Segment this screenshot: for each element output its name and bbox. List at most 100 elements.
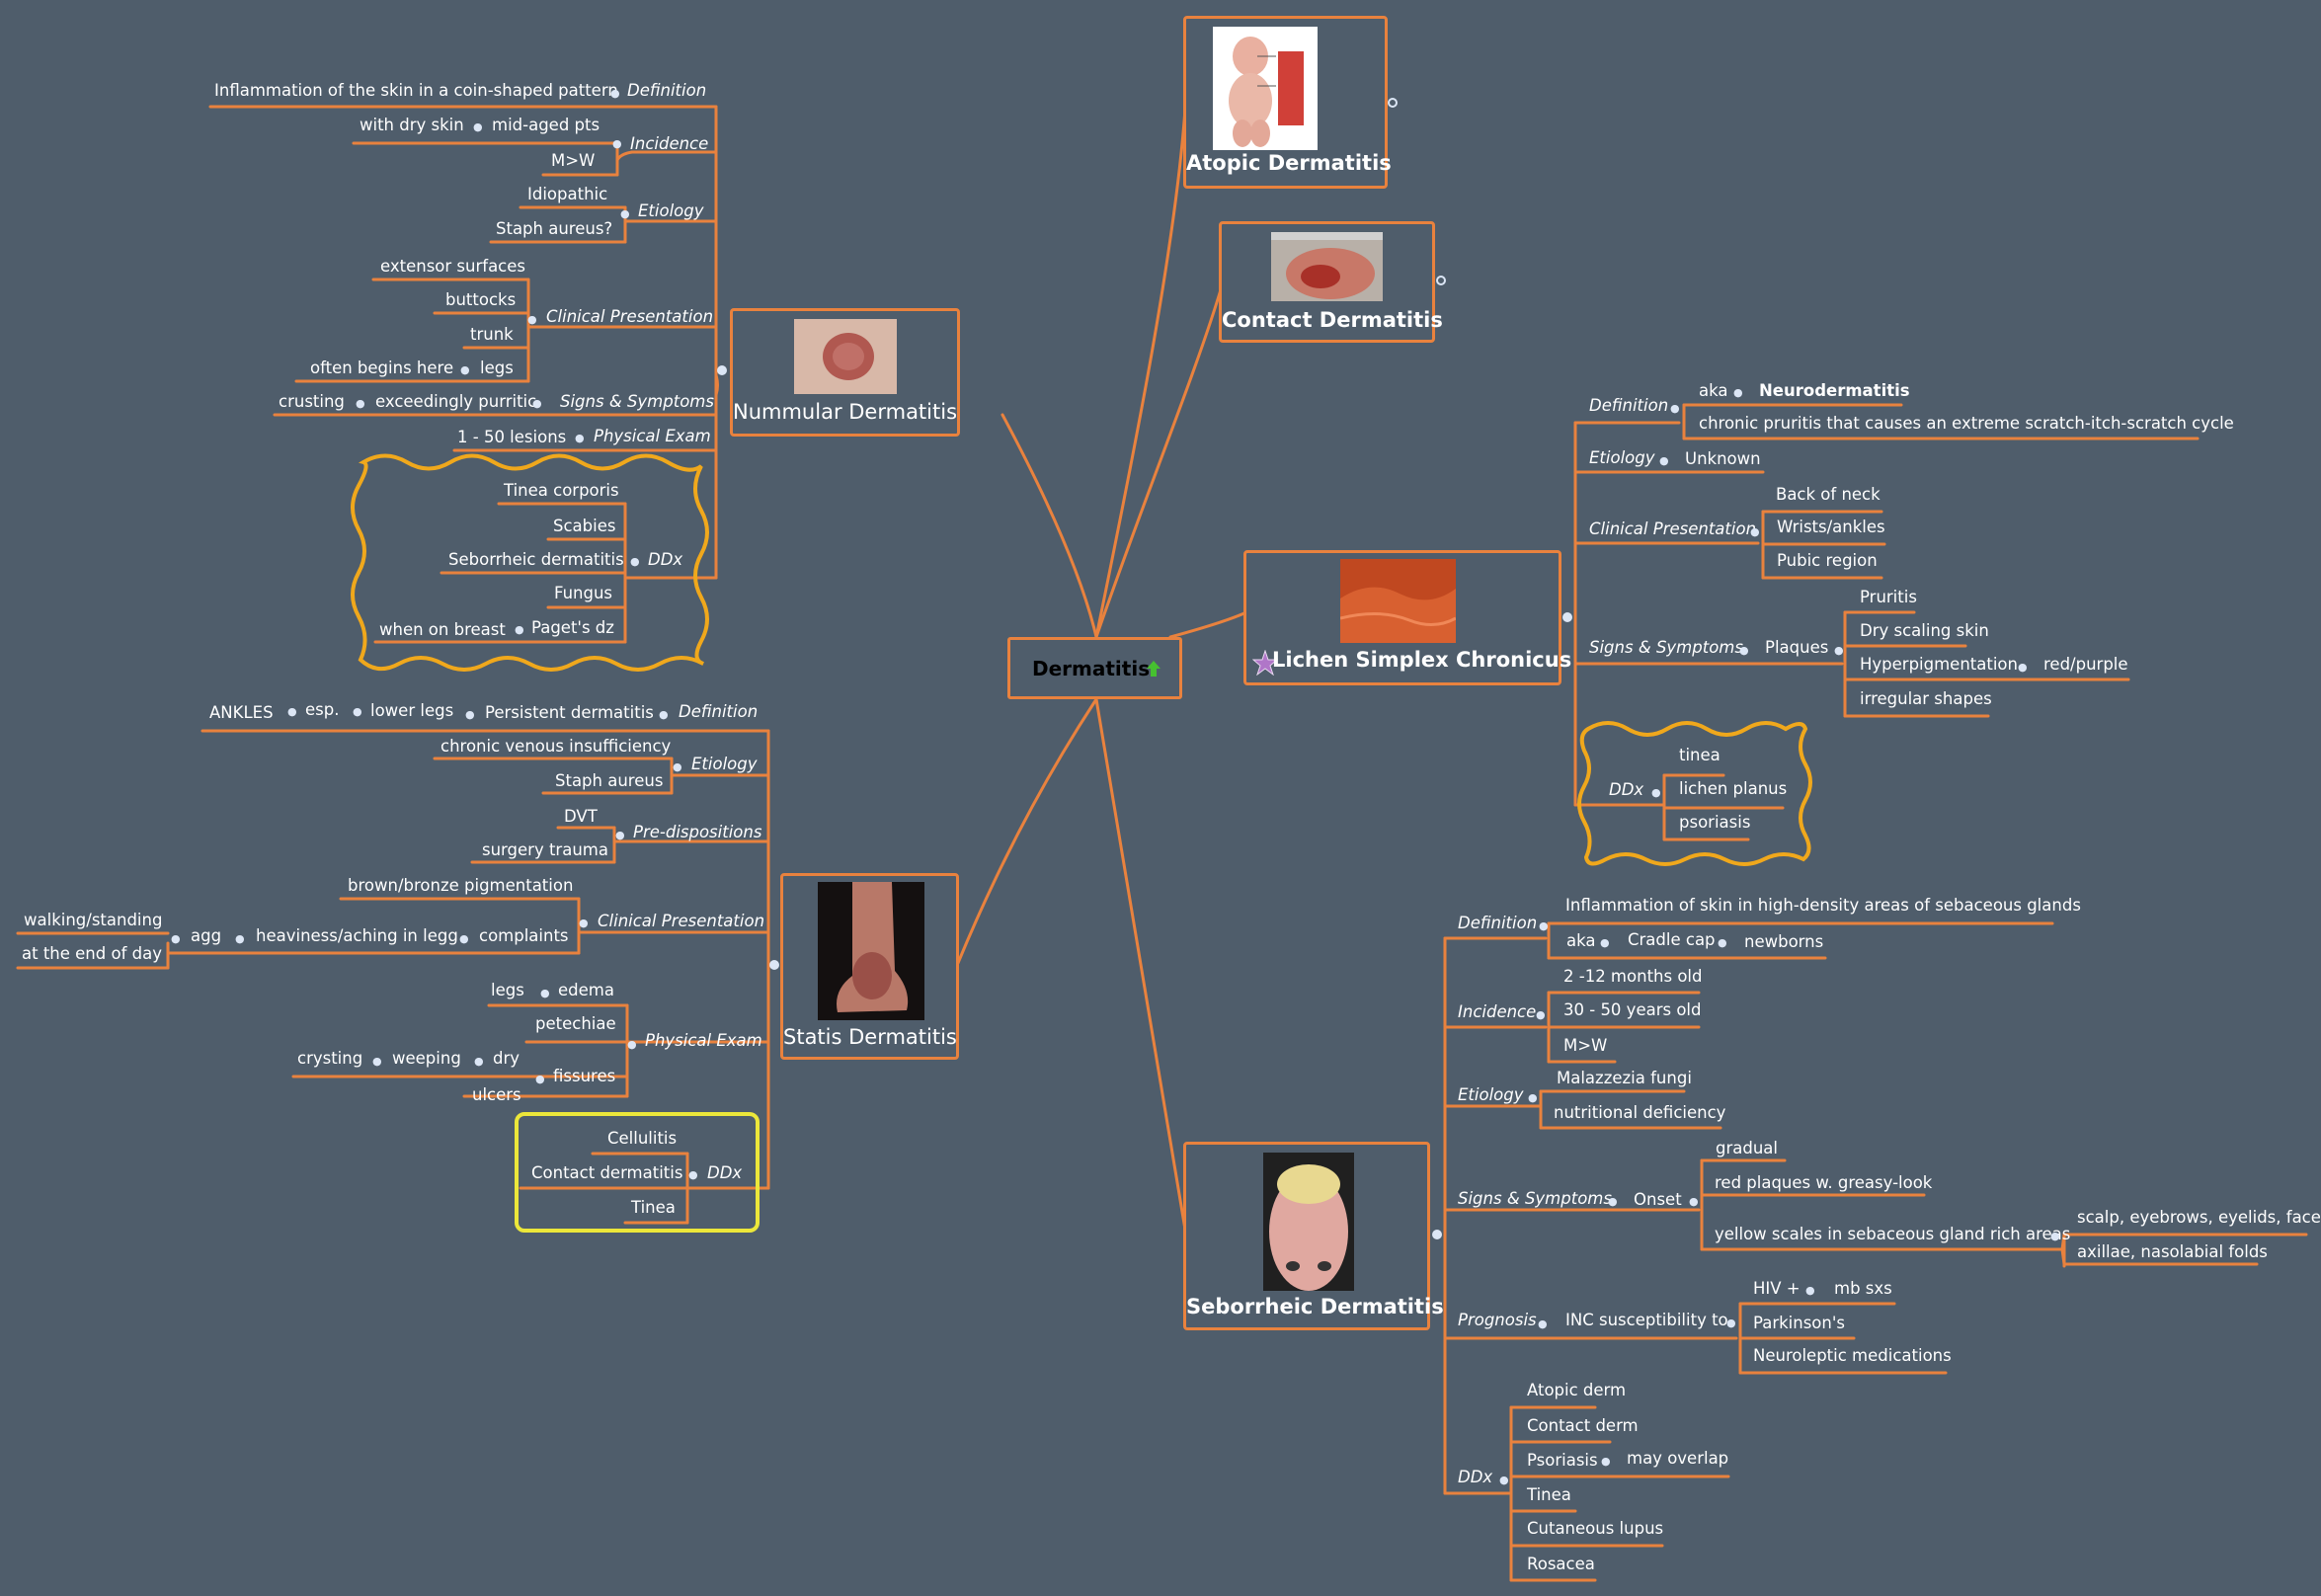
seborrheic-ddx-tinea[interactable]: Tinea [1527, 1485, 1571, 1504]
nummular-ddx-scabies[interactable]: Scabies [553, 517, 616, 535]
nummular-ddx-breast[interactable]: when on breast [379, 620, 506, 639]
nummular-signs-crusting[interactable]: crusting [279, 392, 345, 411]
nummular-clinical-label[interactable]: Clinical Presentation [546, 307, 714, 326]
statis-ddx-label[interactable]: DDx [707, 1163, 743, 1182]
statis-etiology-staph[interactable]: Staph aureus [555, 771, 664, 790]
topic-lichen-simplex-chronicus[interactable]: Lichen Simplex Chronicus [1243, 550, 1571, 685]
seborrheic-etiology-nutritional[interactable]: nutritional deficiency [1554, 1103, 1726, 1122]
statis-clinical-walking[interactable]: walking/standing [24, 911, 163, 929]
seborrheic-prognosis-parkinsons[interactable]: Parkinson's [1753, 1314, 1845, 1332]
nummular-ddx-seborrheic[interactable]: Seborrheic dermatitis [448, 550, 624, 569]
lichen-definition-text[interactable]: chronic pruritis that causes an extreme … [1699, 414, 2234, 433]
statis-clinical-pigmentation[interactable]: brown/bronze pigmentation [348, 876, 574, 895]
central-topic[interactable]: Dermatitis [1007, 637, 1182, 699]
statis-exam-crysting[interactable]: crysting [297, 1049, 363, 1068]
statis-definition-lower-legs[interactable]: lower legs [370, 701, 454, 720]
nummular-clinical-legs[interactable]: legs [480, 359, 514, 377]
statis-exam-fissures[interactable]: fissures [553, 1067, 616, 1085]
statis-predisp-surgery[interactable]: surgery trauma [482, 840, 608, 859]
topic-statis-dermatitis[interactable]: Statis Dermatitis [780, 873, 959, 1060]
lichen-ddx-lichen-planus[interactable]: lichen planus [1679, 779, 1788, 798]
lichen-etiology-unknown[interactable]: Unknown [1685, 449, 1761, 468]
nummular-signs-label[interactable]: Signs & Symptoms [560, 392, 714, 411]
seborrheic-signs-scalp[interactable]: scalp, eyebrows, eyelids, face [2077, 1208, 2321, 1227]
statis-clinical-end-of-day[interactable]: at the end of day [22, 944, 162, 963]
statis-definition-persistent[interactable]: Persistent dermatitis [485, 703, 654, 722]
seborrheic-incidence-label[interactable]: Incidence [1458, 1002, 1537, 1021]
topic-nummular-dermatitis[interactable]: Nummular Dermatitis [730, 308, 960, 437]
topic-atopic-dermatitis[interactable]: Atopic Dermatitis [1183, 16, 1392, 189]
seborrheic-incidence-adults[interactable]: 30 - 50 years old [1563, 1000, 1702, 1019]
statis-clinical-complaints[interactable]: complaints [479, 926, 569, 945]
lichen-aka[interactable]: aka [1699, 381, 1728, 400]
seborrheic-ddx-atopic[interactable]: Atopic derm [1527, 1381, 1627, 1399]
statis-ddx-contact[interactable]: Contact dermatitis [531, 1163, 683, 1182]
nummular-clinical-often-begins[interactable]: often begins here [310, 359, 454, 377]
lichen-clinical-neck[interactable]: Back of neck [1776, 485, 1881, 504]
lichen-signs-red-purple[interactable]: red/purple [2043, 655, 2128, 674]
seborrheic-ddx-may-overlap[interactable]: may overlap [1627, 1449, 1729, 1468]
statis-exam-dry[interactable]: dry [493, 1049, 520, 1068]
statis-exam-edema[interactable]: edema [558, 981, 614, 999]
seborrheic-etiology-malazzezia[interactable]: Malazzezia fungi [1557, 1069, 1692, 1087]
nummular-ddx-fungus[interactable]: Fungus [554, 584, 613, 602]
seborrheic-ddx-contact[interactable]: Contact derm [1527, 1416, 1639, 1435]
nummular-incidence-mid-aged[interactable]: mid-aged pts [492, 116, 600, 134]
nummular-etiology-label[interactable]: Etiology [638, 201, 704, 220]
nummular-clinical-extensor[interactable]: extensor surfaces [380, 257, 526, 276]
statis-exam-weeping[interactable]: weeping [392, 1049, 461, 1068]
lichen-clinical-wrists[interactable]: Wrists/ankles [1777, 518, 1885, 536]
statis-definition-label[interactable]: Definition [679, 702, 759, 721]
lichen-ddx-tinea[interactable]: tinea [1679, 746, 1721, 764]
seborrheic-signs-axillae[interactable]: axillae, nasolabial folds [2077, 1242, 2268, 1261]
seborrheic-prognosis-label[interactable]: Prognosis [1458, 1311, 1537, 1329]
lichen-ddx-label[interactable]: DDx [1609, 780, 1644, 799]
topic-contact-dermatitis[interactable]: Contact Dermatitis [1219, 221, 1443, 343]
seborrheic-ddx-label[interactable]: DDx [1458, 1468, 1493, 1486]
seborrheic-signs-label[interactable]: Signs & Symptoms [1458, 1189, 1612, 1208]
seborrheic-definition-label[interactable]: Definition [1458, 914, 1538, 932]
lichen-signs-dry-scaling[interactable]: Dry scaling skin [1860, 621, 1989, 640]
seborrheic-ddx-rosacea[interactable]: Rosacea [1527, 1555, 1595, 1573]
seborrheic-signs-red-plaques[interactable]: red plaques w. greasy-look [1715, 1173, 1933, 1192]
statis-exam-ulcers[interactable]: ulcers [472, 1085, 521, 1104]
lichen-neurodermatitis[interactable]: Neurodermatitis [1759, 381, 1910, 400]
lichen-signs-label[interactable]: Signs & Symptoms [1589, 638, 1743, 657]
nummular-clinical-buttocks[interactable]: buttocks [445, 290, 517, 309]
lichen-etiology-label[interactable]: Etiology [1589, 448, 1655, 467]
statis-etiology-label[interactable]: Etiology [691, 755, 758, 773]
seborrheic-incidence-m-w[interactable]: M>W [1563, 1036, 1608, 1055]
nummular-definition-label[interactable]: Definition [627, 81, 707, 100]
nummular-definition-text[interactable]: Inflammation of the skin in a coin-shape… [214, 81, 618, 100]
lichen-signs-irregular[interactable]: irregular shapes [1860, 689, 1992, 708]
statis-definition-ankles[interactable]: ANKLES [209, 703, 274, 722]
seborrheic-etiology-label[interactable]: Etiology [1458, 1085, 1524, 1104]
seborrheic-signs-gradual[interactable]: gradual [1716, 1139, 1778, 1157]
statis-exam-legs[interactable]: legs [491, 981, 524, 999]
nummular-etiology-staph[interactable]: Staph aureus? [496, 219, 613, 238]
seborrheic-newborns[interactable]: newborns [1744, 932, 1824, 951]
lichen-definition-label[interactable]: Definition [1589, 396, 1669, 415]
seborrheic-ddx-lupus[interactable]: Cutaneous lupus [1527, 1519, 1664, 1538]
lichen-signs-hyperpigmentation[interactable]: Hyperpigmentation [1860, 655, 2018, 674]
statis-clinical-agg[interactable]: agg [191, 926, 222, 945]
seborrheic-signs-yellow-scales[interactable]: yellow scales in sebaceous gland rich ar… [1715, 1225, 2071, 1243]
nummular-signs-purritic[interactable]: exceedingly purritic [375, 392, 537, 411]
statis-clinical-heaviness[interactable]: heaviness/aching in legg [256, 926, 458, 945]
topic-seborrheic-dermatitis[interactable]: Seborrheic Dermatitis [1183, 1142, 1444, 1330]
lichen-ddx-psoriasis[interactable]: psoriasis [1679, 813, 1751, 832]
statis-ddx-cellulitis[interactable]: Cellulitis [607, 1129, 678, 1148]
seborrheic-ddx-psoriasis[interactable]: Psoriasis [1527, 1451, 1598, 1470]
seborrheic-prognosis-inc[interactable]: INC susceptibility to [1565, 1311, 1728, 1329]
lichen-clinical-pubic[interactable]: Pubic region [1777, 551, 1878, 570]
seborrheic-incidence-infants[interactable]: 2 -12 months old [1563, 967, 1703, 986]
lichen-plaques[interactable]: Plaques [1765, 638, 1829, 657]
statis-predisp-dvt[interactable]: DVT [564, 807, 598, 826]
lichen-signs-pruritis[interactable]: Pruritis [1860, 588, 1917, 606]
nummular-exam-label[interactable]: Physical Exam [594, 427, 711, 445]
nummular-ddx-paget[interactable]: Paget's dz [531, 618, 614, 637]
statis-predisp-label[interactable]: Pre-dispositions [633, 823, 762, 841]
seborrheic-prognosis-neuroleptic[interactable]: Neuroleptic medications [1753, 1346, 1952, 1365]
nummular-ddx-tinea[interactable]: Tinea corporis [504, 481, 619, 500]
nummular-clinical-trunk[interactable]: trunk [470, 325, 514, 344]
